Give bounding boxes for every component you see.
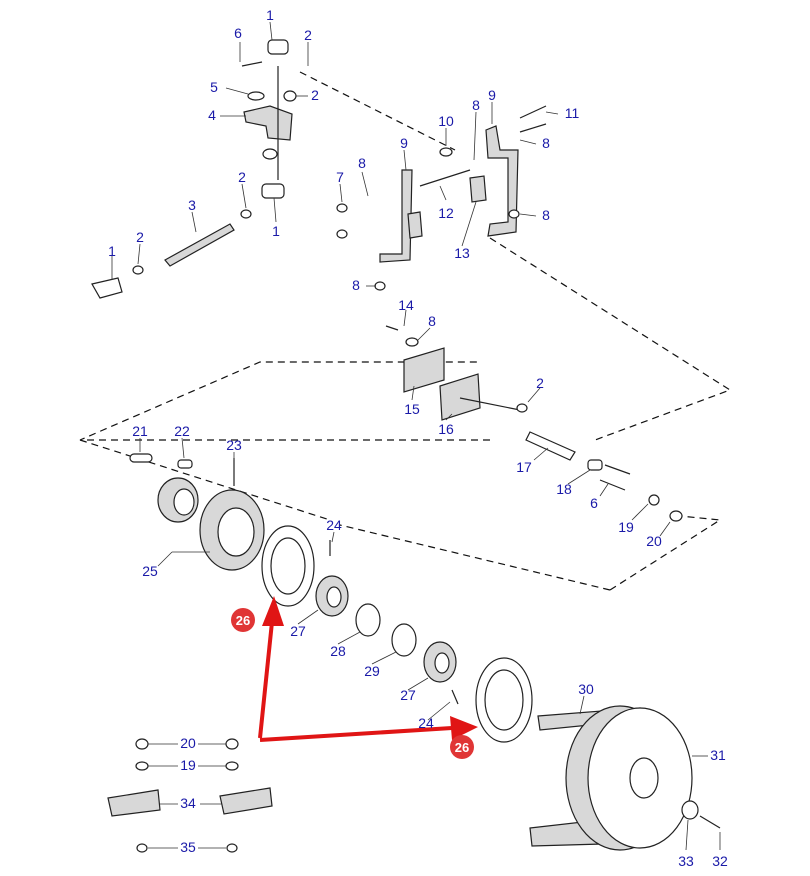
part-label-2: 2 xyxy=(311,87,319,103)
part-label-5: 5 xyxy=(210,79,218,95)
part-label-8: 8 xyxy=(542,207,550,223)
part-label-2: 2 xyxy=(238,169,246,185)
bracket-34-right xyxy=(219,787,273,815)
part-label-7: 7 xyxy=(336,169,344,185)
part-label-25: 25 xyxy=(142,563,158,579)
badge-label: 26 xyxy=(455,740,469,755)
part-label-2: 2 xyxy=(136,229,144,245)
badge-26-lower: 26 xyxy=(450,735,474,759)
ball-joint-top xyxy=(267,39,289,55)
snap-ring-28 xyxy=(355,603,381,637)
part-label-9: 9 xyxy=(400,135,408,151)
spring-17 xyxy=(525,431,576,461)
badge-circle xyxy=(231,608,255,632)
part-label-8: 8 xyxy=(542,135,550,151)
bracket-34-left xyxy=(107,789,161,817)
part-label-8: 8 xyxy=(358,155,366,171)
ball-joint-lower xyxy=(261,183,285,199)
pin-22 xyxy=(177,459,193,469)
part-label-12: 12 xyxy=(438,205,454,221)
part-label-20: 20 xyxy=(180,735,196,751)
part-labels: 1 1 1 2 2 2 2 2 3 4 5 6 6 7 8 8 8 8 8 8 … xyxy=(108,7,728,869)
pulley-assembly xyxy=(529,705,721,851)
badge-circle xyxy=(450,735,474,759)
plate-15 xyxy=(403,347,445,393)
circlip-29 xyxy=(391,623,417,657)
hub-bearing-assembly xyxy=(129,453,533,743)
turnbuckle-rod-3 xyxy=(164,223,235,267)
lever-9-left xyxy=(379,169,413,263)
bracket-assembly xyxy=(107,738,273,853)
part-label-1: 1 xyxy=(266,7,274,23)
cam-13a xyxy=(469,175,487,203)
part-label-9: 9 xyxy=(488,87,496,103)
linkage-assembly xyxy=(91,39,297,299)
plate-16 xyxy=(439,373,481,421)
part-label-1: 1 xyxy=(108,243,116,259)
ball-joint-left xyxy=(91,277,123,299)
part-label-31: 31 xyxy=(710,747,726,763)
part-label-1: 1 xyxy=(272,223,280,239)
key-21 xyxy=(129,453,153,463)
arrow-head-lower xyxy=(450,716,478,740)
leader-lines xyxy=(111,21,721,851)
part-label-2: 2 xyxy=(536,375,544,391)
part-label-32: 32 xyxy=(712,853,728,869)
arrow-shaft-horizontal xyxy=(259,726,453,742)
part-label-27: 27 xyxy=(290,623,306,639)
cam-13b xyxy=(407,211,423,239)
part-label-34: 34 xyxy=(180,795,196,811)
part-label-13: 13 xyxy=(454,245,470,261)
part-label-15: 15 xyxy=(404,401,420,417)
part-label-8: 8 xyxy=(428,313,436,329)
part-label-23: 23 xyxy=(226,437,242,453)
part-label-27: 27 xyxy=(400,687,416,703)
washer-5 xyxy=(247,91,265,101)
part-label-3: 3 xyxy=(188,197,196,213)
part-label-29: 29 xyxy=(364,663,380,679)
part-label-24: 24 xyxy=(326,517,342,533)
part-label-24: 24 xyxy=(418,715,434,731)
washer-33 xyxy=(681,800,699,820)
bracket-4 xyxy=(243,105,293,141)
part-label-19: 19 xyxy=(180,757,196,773)
dashed-connectors xyxy=(79,71,732,591)
plate-and-spring-assembly xyxy=(385,325,683,522)
part-label-20: 20 xyxy=(646,533,662,549)
part-label-28: 28 xyxy=(330,643,346,659)
part-label-6: 6 xyxy=(590,495,598,511)
part-label-11: 11 xyxy=(565,105,580,121)
highlight-arrows xyxy=(258,596,478,742)
part-label-2: 2 xyxy=(304,27,312,43)
part-label-30: 30 xyxy=(578,681,594,697)
part-label-21: 21 xyxy=(132,423,148,439)
part-label-6: 6 xyxy=(234,25,242,41)
arrow-shaft-vertical xyxy=(258,621,274,739)
part-label-19: 19 xyxy=(618,519,634,535)
badge-26-upper: 26 xyxy=(231,608,255,632)
part-label-18: 18 xyxy=(556,481,572,497)
part-label-14: 14 xyxy=(398,297,414,313)
part-label-22: 22 xyxy=(174,423,190,439)
arrow-head-upper xyxy=(262,596,284,626)
part-label-8: 8 xyxy=(472,97,480,113)
part-label-16: 16 xyxy=(438,421,454,437)
lever-9-right xyxy=(485,125,519,237)
part-label-8: 8 xyxy=(352,277,360,293)
part-label-33: 33 xyxy=(678,853,694,869)
part-label-10: 10 xyxy=(438,113,454,129)
badge-label: 26 xyxy=(236,613,250,628)
part-label-17: 17 xyxy=(516,459,532,475)
part-label-4: 4 xyxy=(208,107,216,123)
lever-assembly xyxy=(336,105,547,291)
part-label-35: 35 xyxy=(180,839,196,855)
